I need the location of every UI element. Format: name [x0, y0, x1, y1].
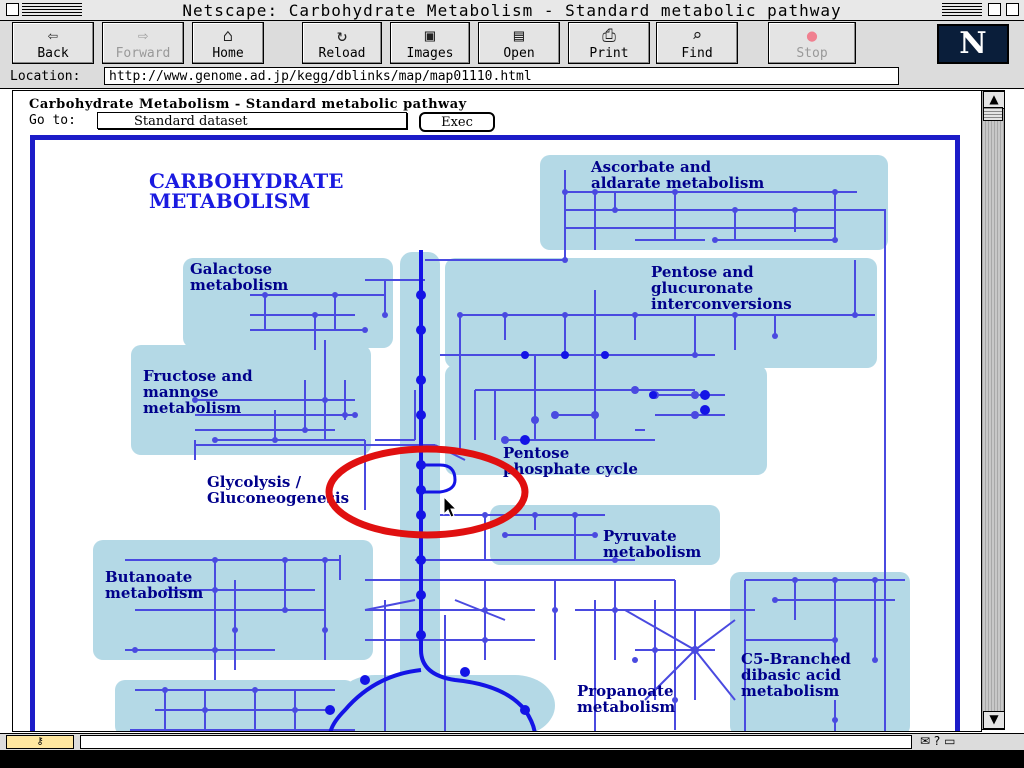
netscape-logo[interactable]: N: [937, 24, 1009, 64]
open-button[interactable]: ▤ Open: [478, 22, 560, 64]
label-butanoate-1[interactable]: Butanoate: [105, 568, 192, 586]
stop-button[interactable]: ● Stop: [768, 22, 856, 64]
open-icon: ▤: [513, 26, 525, 46]
label-c5-3[interactable]: metabolism: [741, 682, 839, 700]
close-box-icon[interactable]: [6, 3, 19, 16]
label-galactose-2[interactable]: metabolism: [190, 276, 288, 294]
location-input[interactable]: http://www.genome.ad.jp/kegg/dblinks/map…: [104, 67, 899, 85]
label-galactose-1[interactable]: Galactose: [190, 260, 272, 278]
toolbar: ⇦ Back ⇨ Forward ⌂ Home ↻ Reload ▣ Image…: [0, 21, 1024, 66]
status-bar: ⚷ ✉ ? ▭: [0, 733, 1024, 751]
region-butanoate[interactable]: [93, 540, 373, 660]
label-c5-2[interactable]: dibasic acid: [741, 666, 841, 684]
pathway-nodes: [132, 189, 878, 723]
stop-button-label: Stop: [796, 46, 828, 61]
label-propanoate-2[interactable]: metabolism: [577, 698, 675, 716]
label-pentose-gluc-2[interactable]: glucuronate: [651, 279, 753, 297]
label-propanoate-1[interactable]: Propanoate: [577, 682, 674, 700]
label-ascorbate-2[interactable]: aldarate metabolism: [591, 174, 764, 192]
goto-dataset-select[interactable]: Standard dataset: [97, 112, 407, 129]
print-button-label: Print: [589, 46, 629, 61]
title-bar-stripes: [942, 3, 982, 16]
forward-arrow-icon: ⇨: [137, 26, 149, 46]
exec-button[interactable]: Exec: [419, 112, 495, 132]
home-button[interactable]: ⌂ Home: [192, 22, 264, 64]
zoom-box-icon[interactable]: [988, 3, 1001, 16]
pathway-lines: [125, 170, 905, 731]
images-icon: ▣: [424, 26, 436, 46]
region-galactose[interactable]: [183, 258, 393, 348]
title-bar-stripes: [22, 3, 82, 16]
title-bar[interactable]: Netscape: Carbohydrate Metabolism - Stan…: [0, 0, 1024, 21]
region-pentose-phosphate[interactable]: [445, 365, 767, 475]
region-ascorbate[interactable]: [540, 155, 888, 250]
print-button[interactable]: ⎙ Print: [568, 22, 650, 64]
images-button-label: Images: [406, 46, 454, 61]
reload-button[interactable]: ↻ Reload: [302, 22, 382, 64]
location-label: Location:: [10, 69, 81, 84]
find-button-label: Find: [681, 46, 713, 61]
region-pentose-glucuronate[interactable]: [445, 258, 877, 368]
region-lower-left[interactable]: [115, 680, 355, 732]
label-ppp-2[interactable]: phosphate cycle: [503, 460, 638, 478]
forward-button-label: Forward: [115, 46, 171, 61]
images-button[interactable]: ▣ Images: [390, 22, 470, 64]
back-button[interactable]: ⇦ Back: [12, 22, 94, 64]
label-pyruvate-2[interactable]: metabolism: [603, 543, 701, 561]
vertical-scrollbar[interactable]: ▲ ▼: [981, 90, 1005, 730]
label-fructose-2[interactable]: mannose: [143, 383, 218, 401]
bottom-border: [0, 750, 1024, 768]
label-ascorbate-1[interactable]: Ascorbate and: [590, 158, 712, 176]
window-title: Netscape: Carbohydrate Metabolism - Stan…: [176, 1, 848, 20]
label-glycolysis-2[interactable]: Gluconeogenesis: [207, 489, 349, 507]
location-bar: Location: http://www.genome.ad.jp/kegg/d…: [0, 66, 1024, 89]
mouse-cursor-icon: [443, 495, 458, 518]
label-pentose-gluc-3[interactable]: interconversions: [651, 295, 792, 313]
map-title-line1: CARBOHYDRATE: [149, 169, 343, 193]
label-fructose-1[interactable]: Fructose and: [143, 367, 253, 385]
highlight-circle: [325, 445, 529, 539]
component-bar-icon[interactable]: ▭: [944, 734, 956, 748]
reload-button-label: Reload: [318, 46, 366, 61]
forward-button[interactable]: ⇨ Forward: [102, 22, 184, 64]
label-ppp-1[interactable]: Pentose: [503, 444, 569, 462]
status-icons: ✉ ? ▭: [920, 734, 955, 748]
find-icon: ⌕: [691, 26, 703, 46]
open-button-label: Open: [503, 46, 535, 61]
stop-icon: ●: [806, 26, 818, 46]
map-title-line2: METABOLISM: [149, 189, 310, 213]
label-glycolysis-1[interactable]: Glycolysis /: [207, 473, 302, 491]
label-butanoate-2[interactable]: metabolism: [105, 584, 203, 602]
mail-icon[interactable]: ✉: [920, 734, 931, 748]
region-c5-branched[interactable]: [730, 572, 910, 732]
home-icon: ⌂: [222, 26, 234, 46]
page-content: Carbohydrate Metabolism - Standard metab…: [12, 90, 982, 732]
region-pyruvate[interactable]: [490, 505, 720, 565]
label-pentose-gluc-1[interactable]: Pentose and: [651, 263, 754, 281]
collapse-box-icon[interactable]: [1006, 3, 1019, 16]
page-heading: Carbohydrate Metabolism - Standard metab…: [29, 97, 467, 112]
help-icon[interactable]: ?: [933, 734, 941, 748]
goto-label: Go to:: [29, 113, 76, 128]
find-button[interactable]: ⌕ Find: [656, 22, 738, 64]
pathway-map-svg: CARBOHYDRATE METABOLISM Ascorbate and al…: [93, 155, 910, 732]
status-text: [80, 735, 912, 749]
security-key-icon[interactable]: ⚷: [6, 735, 74, 749]
reload-icon: ↻: [336, 26, 348, 46]
label-fructose-3[interactable]: metabolism: [143, 399, 241, 417]
pathway-map[interactable]: CARBOHYDRATE METABOLISM Ascorbate and al…: [30, 135, 960, 731]
scroll-down-arrow-icon[interactable]: ▼: [983, 711, 1005, 729]
label-c5-1[interactable]: C5-Branched: [741, 650, 851, 668]
back-button-label: Back: [37, 46, 69, 61]
back-arrow-icon: ⇦: [47, 26, 59, 46]
scrollbar-thumb[interactable]: [983, 107, 1003, 121]
label-pyruvate-1[interactable]: Pyruvate: [603, 527, 677, 545]
print-icon: ⎙: [602, 26, 616, 46]
home-button-label: Home: [212, 46, 244, 61]
